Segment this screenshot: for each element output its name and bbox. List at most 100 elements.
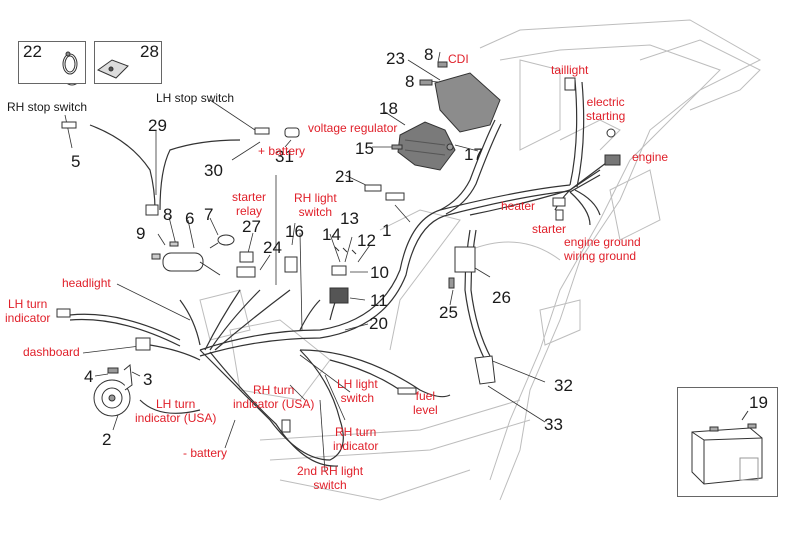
label-headlight: headlight bbox=[62, 276, 111, 290]
frame-outline bbox=[199, 19, 762, 501]
part-number-16: 16 bbox=[285, 222, 304, 241]
part-number-4: 4 bbox=[84, 367, 94, 386]
label-fuel-level-line1: fuel bbox=[415, 389, 436, 403]
part-number-20: 20 bbox=[369, 314, 388, 333]
label-engine-wiring-ground: engine ground wiring ground bbox=[564, 235, 641, 263]
label-rh-light-switch-line1: RH light bbox=[294, 191, 337, 205]
label-lh-light-switch-line1: LH light bbox=[337, 377, 378, 391]
part-number-5: 5 bbox=[71, 152, 81, 171]
connector-heater bbox=[552, 197, 566, 207]
connector-fuel-level bbox=[397, 387, 417, 395]
bolt-8a bbox=[437, 61, 448, 68]
part-number-31: 31 bbox=[275, 147, 294, 166]
part-number-28: 28 bbox=[140, 42, 159, 61]
components bbox=[56, 61, 621, 433]
label-rh-stop-switch: RH stop switch bbox=[7, 100, 88, 114]
horn-bracket bbox=[123, 364, 133, 391]
label-starter-relay: starter relay bbox=[232, 190, 266, 218]
part-number-7: 7 bbox=[204, 205, 214, 224]
part-number-32: 32 bbox=[554, 376, 573, 395]
connector-engine bbox=[604, 154, 621, 166]
part-number-17: 17 bbox=[464, 145, 483, 164]
label-lh-turn-indicator-usa: LH turn indicator (USA) bbox=[135, 397, 216, 425]
part-number-23: 23 bbox=[386, 49, 405, 68]
part-number-30: 30 bbox=[204, 161, 223, 180]
label-lh-stop-switch: LH stop switch bbox=[156, 91, 235, 105]
wiring-harness bbox=[69, 79, 611, 467]
voltage-regulator bbox=[397, 121, 456, 171]
connector-rh-turn bbox=[281, 419, 291, 433]
label-rh-turn-indicator-line2: indicator bbox=[333, 439, 379, 453]
part-number-14: 14 bbox=[322, 225, 341, 244]
part-number-29: 29 bbox=[148, 116, 167, 135]
label-wiring-ground: wiring ground bbox=[564, 249, 637, 263]
bolt-15 bbox=[391, 144, 403, 150]
part-number-27: 27 bbox=[242, 217, 261, 236]
starter-motor bbox=[162, 252, 204, 272]
horn-screw bbox=[107, 367, 119, 374]
label-2nd-rh-light-switch-line2: switch bbox=[313, 478, 347, 492]
label-minus-battery: - battery bbox=[183, 446, 228, 460]
label-electric-starting: electric starting bbox=[586, 95, 625, 123]
part-number-9: 9 bbox=[136, 224, 146, 243]
switch-5 bbox=[61, 121, 77, 129]
label-engine: engine bbox=[632, 150, 669, 164]
label-rh-light-switch: RH light switch bbox=[294, 191, 337, 219]
label-lh-turn-indicator-line1: LH turn bbox=[8, 297, 48, 311]
part-number-8-lower: 8 bbox=[405, 72, 415, 91]
label-heater: heater bbox=[501, 199, 536, 213]
part-number-3: 3 bbox=[143, 370, 153, 389]
label-electric-starting-line1: electric bbox=[586, 95, 625, 109]
relay-24 bbox=[236, 266, 256, 278]
bolt-8b bbox=[419, 79, 433, 86]
label-cdi: CDI bbox=[448, 52, 469, 66]
connector-starter bbox=[555, 209, 564, 221]
label-rh-turn-indicator: RH turn indicator bbox=[333, 425, 378, 453]
label-lh-turn-indicator-line2: indicator bbox=[5, 311, 51, 325]
connector-dashboard bbox=[135, 337, 151, 351]
part-number-1: 1 bbox=[382, 221, 392, 240]
screw-9 bbox=[151, 253, 161, 260]
label-starter: starter bbox=[532, 222, 567, 236]
part-number-8-upper: 8 bbox=[424, 45, 434, 64]
switch-30 bbox=[254, 127, 270, 135]
label-dashboard: dashboard bbox=[23, 345, 80, 359]
connector-11 bbox=[329, 287, 349, 304]
label-lh-turn-indicator: LH turn indicator bbox=[5, 297, 50, 325]
label-rh-turn-indicator-usa: RH turn indicator (USA) bbox=[233, 383, 314, 411]
label-rh-turn-usa-line2: indicator (USA) bbox=[233, 397, 315, 411]
relay-27 bbox=[239, 251, 254, 263]
connector-taillight bbox=[564, 77, 576, 91]
label-lh-light-switch: LH light switch bbox=[337, 377, 378, 405]
leader-lines bbox=[64, 51, 546, 473]
label-lh-light-switch-line2: switch bbox=[340, 391, 375, 405]
part-number-18: 18 bbox=[379, 99, 398, 118]
part-number-2: 2 bbox=[102, 430, 112, 449]
label-lh-turn-usa-line2: indicator (USA) bbox=[135, 411, 217, 425]
label-engine-ground: engine ground bbox=[564, 235, 641, 249]
bolt-25 bbox=[448, 277, 455, 289]
label-taillight: taillight bbox=[551, 63, 589, 77]
label-rh-turn-usa-line1: RH turn bbox=[253, 383, 295, 397]
part-number-6: 6 bbox=[185, 209, 195, 228]
part-number-8-starter: 8 bbox=[163, 205, 173, 224]
part-number-33: 33 bbox=[544, 415, 563, 434]
cap-31 bbox=[284, 127, 300, 138]
label-electric-starting-line2: starting bbox=[586, 109, 626, 123]
label-starter-relay-line1: starter bbox=[232, 190, 267, 204]
part-number-21: 21 bbox=[335, 167, 354, 186]
connector-lh-turn bbox=[56, 308, 71, 318]
screw-8 bbox=[169, 241, 179, 247]
fuse-cover-10 bbox=[331, 265, 347, 276]
part-number-24: 24 bbox=[263, 238, 282, 257]
nut-17 bbox=[446, 143, 454, 151]
connector-29 bbox=[145, 204, 159, 216]
clamp-26 bbox=[454, 246, 476, 273]
part-number-11: 11 bbox=[370, 291, 388, 310]
part-number-10: 10 bbox=[370, 263, 389, 282]
part-number-15: 15 bbox=[355, 139, 374, 158]
part-number-25: 25 bbox=[439, 303, 458, 322]
label-voltage-regulator: voltage regulator bbox=[308, 121, 398, 135]
label-rh-light-switch-line2: switch bbox=[298, 205, 333, 219]
eyelet-7 bbox=[217, 234, 235, 246]
